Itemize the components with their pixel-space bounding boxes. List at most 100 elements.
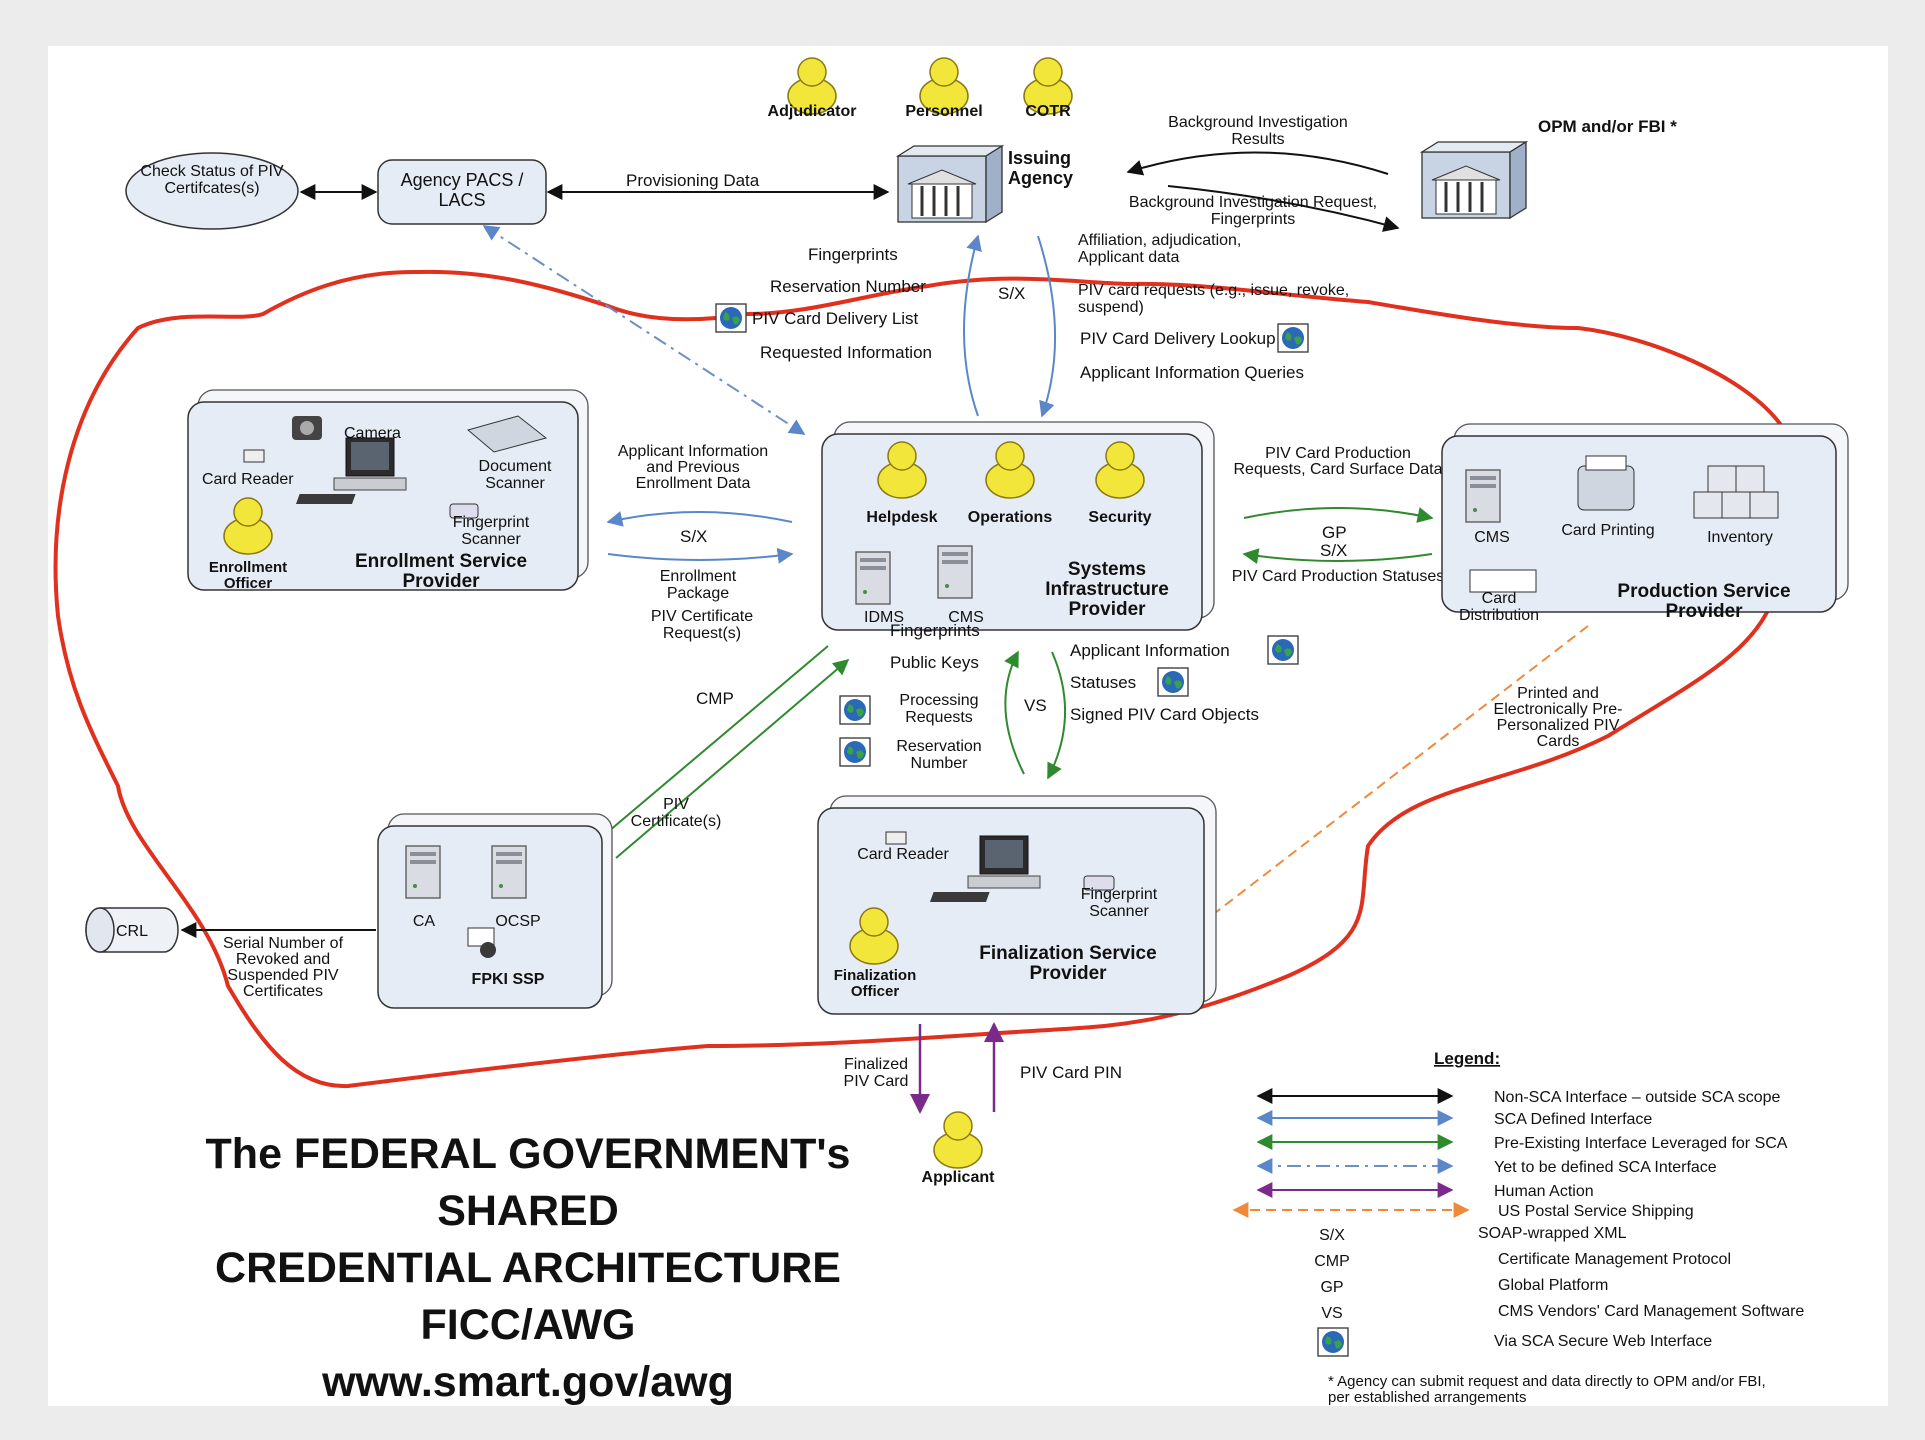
applicant-info-prev-fo: Applicant Information and Previous Enrol… [617, 444, 769, 492]
crl-label: CRL [116, 923, 148, 940]
applicant-info-queries-label: Applicant Information Queries [1080, 363, 1304, 382]
idms-server-icon [855, 551, 891, 605]
reservation-number-2-label: Reservation Number [896, 738, 982, 772]
sx-label-enrollment: S/X [680, 527, 707, 546]
gp-label: GP [1322, 523, 1347, 542]
arrow-sip-to-fpki [594, 645, 829, 844]
title-line-2: SHARED [437, 1187, 619, 1235]
ocsp-label: OCSP [495, 913, 540, 930]
adjudicator-label: Adjudicator [768, 103, 857, 120]
finalization-officer-fo: Finalization Officer [833, 968, 917, 1000]
piv-cert-requests-label: PIV Certificate Request(s) [650, 608, 754, 642]
arrow-bi-results [1126, 151, 1389, 176]
title-line-5: www.smart.gov/awg [322, 1358, 734, 1406]
applicant-information-label: Applicant Information [1070, 641, 1230, 660]
bi-results-fo: Background Investigation Results [1168, 114, 1348, 148]
legend-globe-icon [1317, 1327, 1349, 1357]
finalization-sp-fo: Finalization Service Provider [979, 944, 1156, 984]
cotr-label: COTR [1025, 103, 1071, 120]
systems-ip-fo: Systems Infrastructure Provider [1045, 560, 1169, 620]
enrollment-sp-fo: Enrollment Service Provider [355, 552, 527, 592]
helpdesk-label: Helpdesk [866, 509, 937, 526]
public-keys-label: Public Keys [890, 653, 979, 672]
card-reader-final-fo: Card Reader [857, 846, 949, 863]
fingerprint-scanner-icon-finalization [1083, 875, 1115, 891]
piv-certificates-label: PIV Certificate(s) [630, 796, 722, 830]
fingerprint-scanner-final-label: Fingerprint Scanner [1080, 886, 1158, 920]
processing-requests-label: Processing Requests [899, 692, 979, 726]
legend-item-sca-defined: SCA Defined Interface [1494, 1111, 1652, 1128]
applicant-info-prev-label: Applicant Information and Previous Enrol… [617, 444, 769, 492]
finalization-sp-box [817, 807, 1205, 1015]
piv-certificates-fo: PIV Certificate(s) [630, 796, 722, 830]
piv-card-delivery-list-label: PIV Card Delivery List [752, 309, 919, 328]
signed-piv-objects-label: Signed PIV Card Objects [1070, 705, 1259, 724]
legend-abbrev-vs-key: VS [1321, 1305, 1342, 1322]
fingerprint-scanner-fo: Fingerprint Scanner [453, 514, 529, 548]
card-reader-label: Card Reader [202, 471, 294, 488]
fingerprint-scanner-icon [449, 503, 479, 519]
globe-icon-statuses [1157, 667, 1189, 697]
statuses-label: Statuses [1070, 673, 1136, 692]
arrow-finalization-to-sip [1004, 650, 1025, 775]
legend-abbrev-gp-key: GP [1320, 1279, 1343, 1296]
title-line-3: CREDENTIAL ARCHITECTURE [215, 1244, 841, 1292]
piv-prod-requests-fo: PIV Card Production Requests, Card Surfa… [1234, 446, 1443, 478]
inventory-label: Inventory [1707, 529, 1773, 546]
globe-icon-delivery-lookup [1277, 323, 1309, 353]
issuing-agency-label: Issuing Agency [1008, 148, 1074, 188]
arrow-fpki-to-sip [615, 658, 850, 859]
finalized-piv-card-fo: Finalized PIV Card [844, 1056, 909, 1090]
arrow-sip-to-production [1243, 507, 1434, 523]
legend-title: Legend: [1434, 1049, 1500, 1068]
serial-numbers-label: Serial Number of Revoked and Suspended P… [222, 936, 344, 1000]
applicant-person-icon [933, 1111, 983, 1169]
cmp-label: CMP [696, 689, 734, 708]
legend-item-yet-to-define: Yet to be defined SCA Interface [1494, 1159, 1717, 1176]
affiliation-label: Affiliation, adjudication, Applicant dat… [1078, 232, 1242, 266]
legend-footnote-fo: * Agency can submit request and data dir… [1328, 1374, 1766, 1406]
ca-server-icon [405, 845, 441, 899]
provisioning-data-label: Provisioning Data [626, 171, 760, 190]
sx-label-production: S/X [1320, 541, 1347, 560]
title-line-1: The FEDERAL GOVERNMENT's [205, 1130, 851, 1178]
piv-card-requests-label: PIV card requests (e.g., issue, revoke, … [1078, 282, 1350, 316]
legend-item-usps: US Postal Service Shipping [1498, 1203, 1694, 1220]
piv-prod-statuses-fo: PIV Card Production Statuses [1232, 568, 1445, 585]
legend-abbrev-web-desc: Via SCA Secure Web Interface [1494, 1333, 1712, 1350]
check-status-text: Check Status of PIV Certifcates(s) [140, 163, 284, 197]
globe-icon-applicant-info [1267, 635, 1299, 665]
enrollment-officer-label: Enrollment Officer [208, 560, 288, 592]
card-distribution-label: Card Distribution [1458, 590, 1540, 624]
production-sp-fo: Production Service Provider [1617, 582, 1790, 622]
legend-abbrev-cmp-desc: Certificate Management Protocol [1498, 1251, 1731, 1268]
security-label: Security [1088, 509, 1151, 526]
finalization-officer-label: Finalization Officer [833, 968, 917, 1000]
enrollment-sp-box [187, 401, 579, 591]
agency-pacs-fo: Agency PACS / LACS [400, 170, 524, 210]
applicant-label: Applicant [922, 1169, 996, 1186]
agency-pacs-node [377, 159, 547, 225]
agency-pacs-label: Agency PACS / LACS [400, 170, 524, 210]
enrollment-package-label: Enrollment Package [659, 568, 737, 602]
card-printer-icon [1577, 465, 1635, 511]
printed-cards-fo: Printed and Electronically Pre-Personali… [1494, 686, 1623, 750]
globe-icon-reservation [839, 737, 871, 767]
operations-label: Operations [968, 509, 1053, 526]
card-printing-label: Card Printing [1561, 522, 1655, 539]
arrow-sip-to-finalization [1047, 651, 1066, 780]
legend-item-pre-existing: Pre-Existing Interface Leveraged for SCA [1494, 1135, 1788, 1152]
bi-request-fo: Background Investigation Request, Finger… [1129, 194, 1377, 228]
sx-label-top: S/X [998, 284, 1025, 303]
opm-fbi-building-icon [1420, 140, 1528, 220]
serial-numbers-fo: Serial Number of Revoked and Suspended P… [222, 936, 344, 1000]
ca-label: CA [413, 913, 436, 930]
cms-label-production: CMS [1474, 529, 1510, 546]
cms-label-sip: CMS [948, 609, 984, 626]
reservation-number-2-fo: Reservation Number [896, 738, 982, 772]
piv-card-requests-fo: PIV card requests (e.g., issue, revoke, … [1078, 282, 1350, 316]
idms-label: IDMS [864, 609, 904, 626]
title-line-4: FICC/AWG [420, 1301, 636, 1349]
arrow-production-to-sip [1242, 548, 1433, 565]
arrow-sip-to-enrollment [606, 511, 793, 527]
